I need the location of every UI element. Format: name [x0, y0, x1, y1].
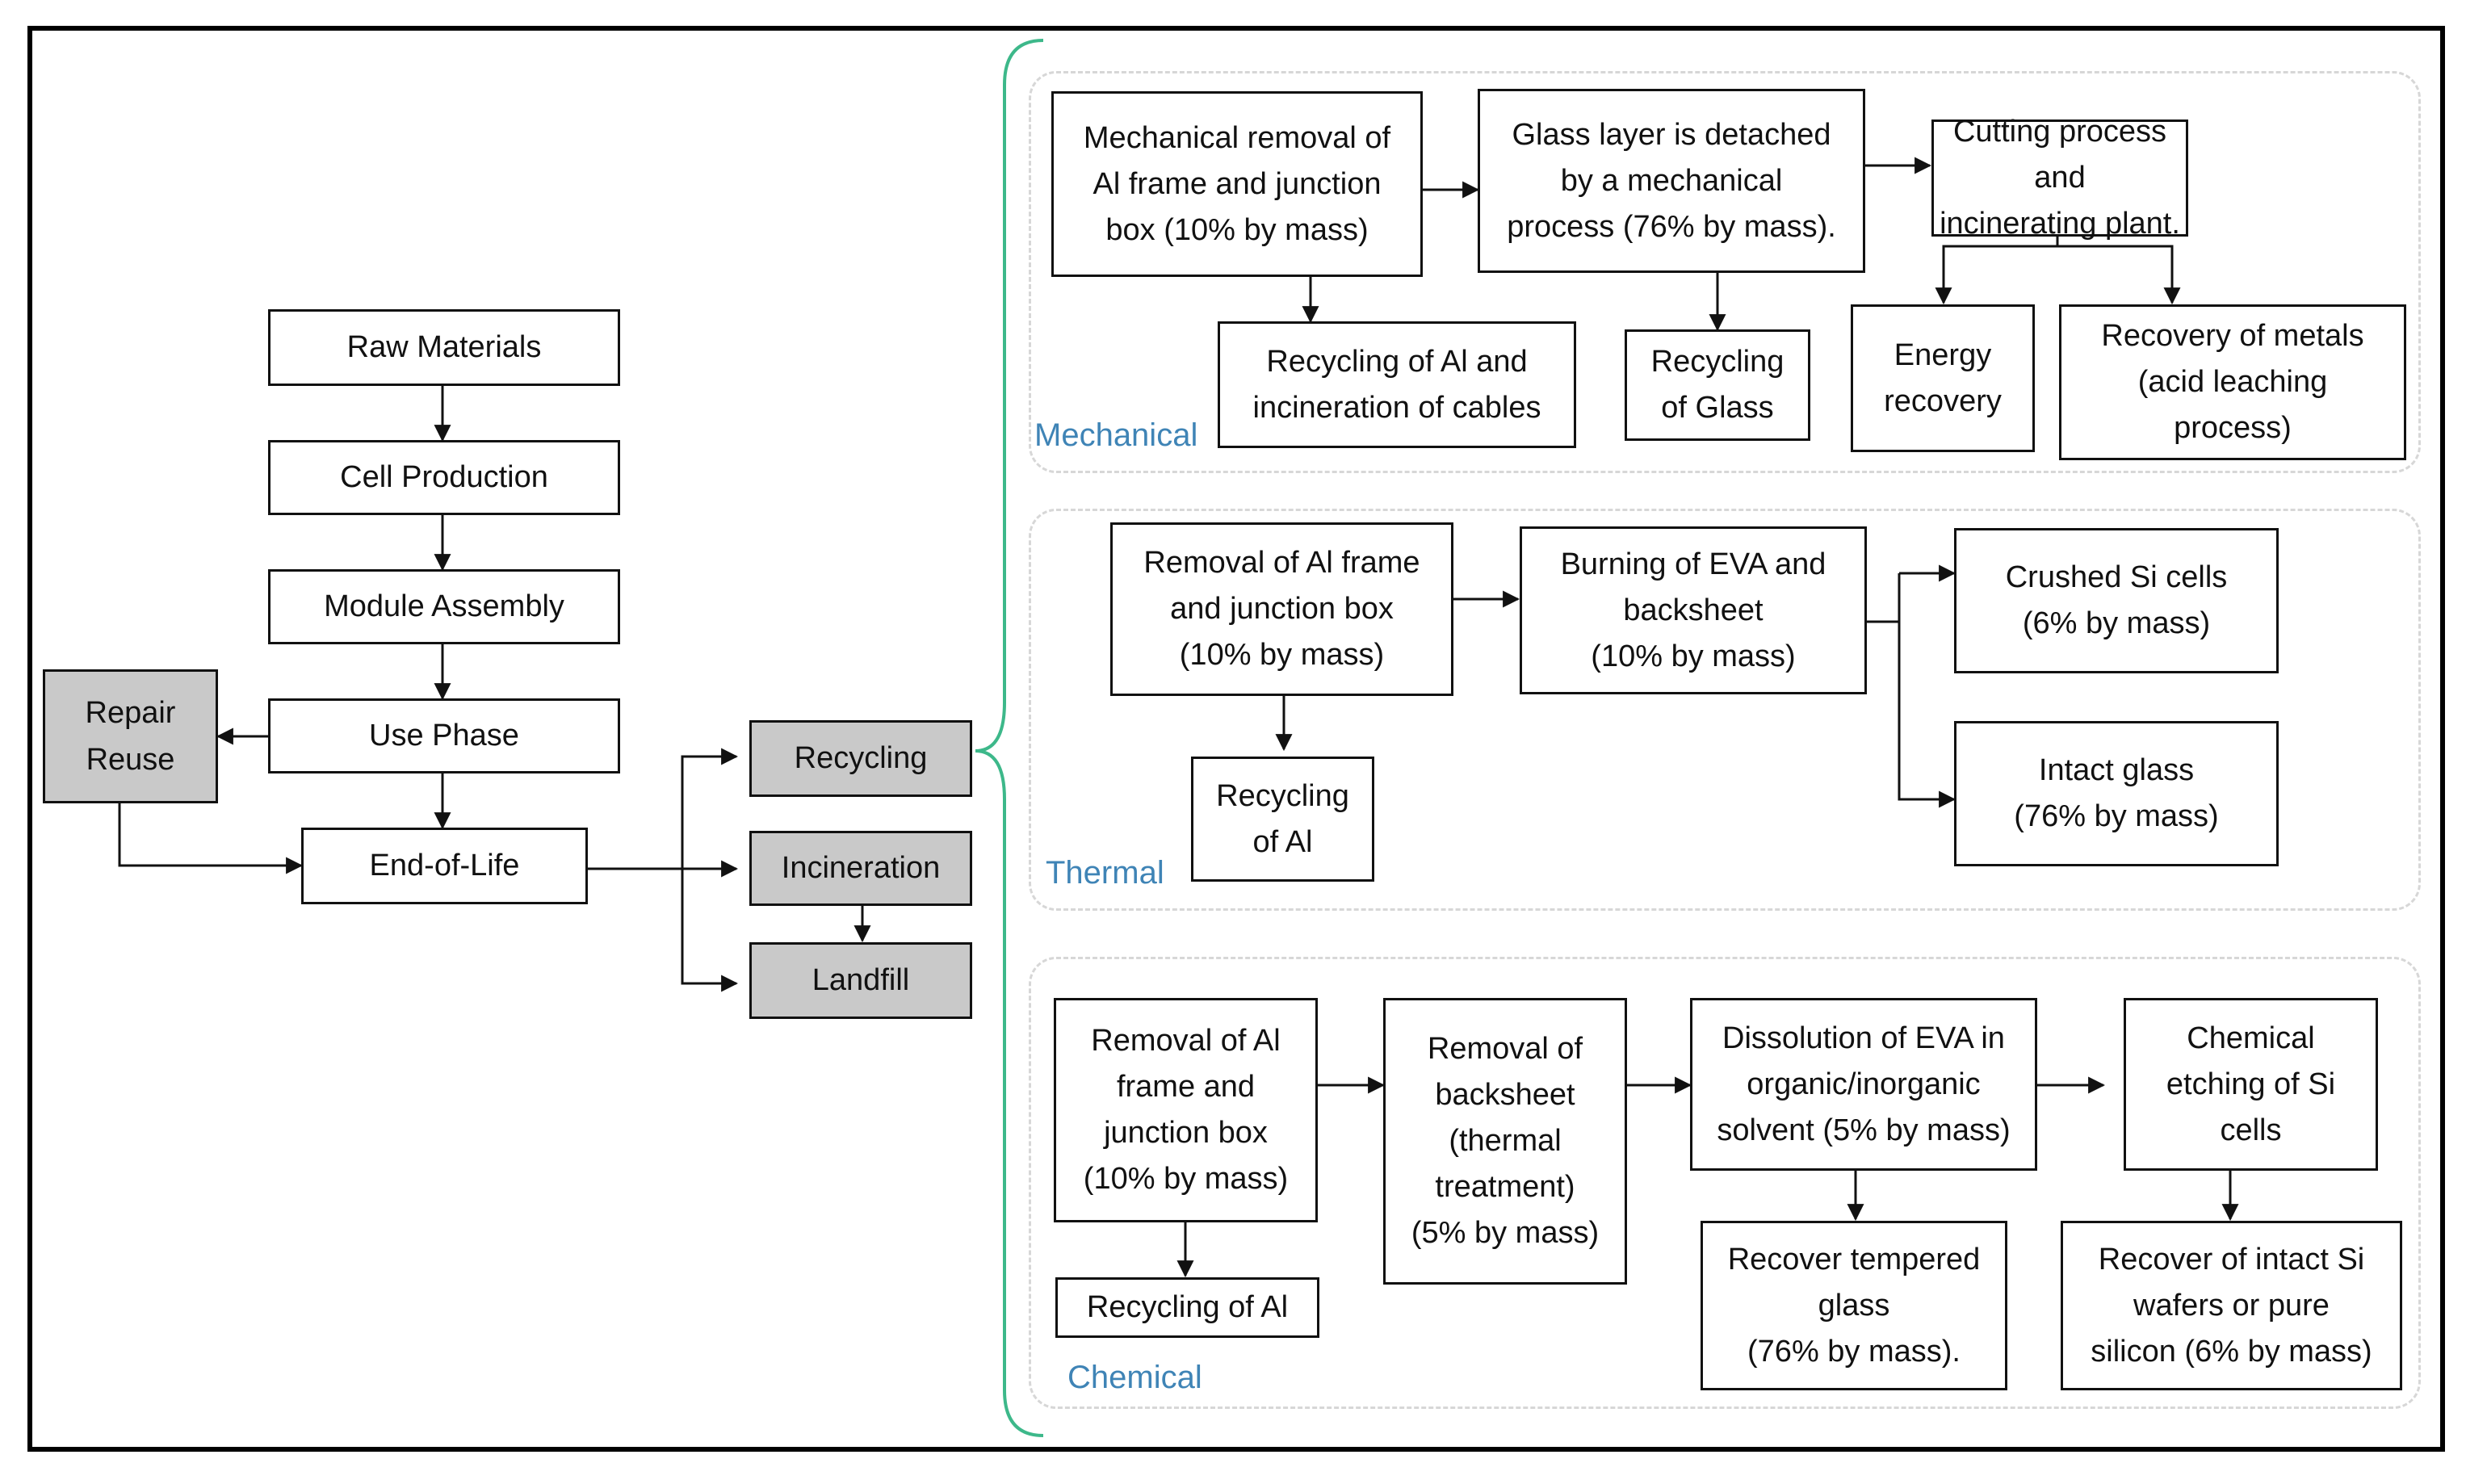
mech-out-energy-recovery: Energy recovery: [1851, 304, 2035, 452]
chem-out-si-wafers: Recover of intact Si wafers or pure sili…: [2061, 1221, 2402, 1390]
recycling-box: Recycling: [749, 720, 972, 797]
chem-out-recycling-al: Recycling of Al: [1055, 1277, 1319, 1338]
mechanical-label: Mechanical: [1034, 417, 1198, 453]
repair-reuse-box: Repair Reuse: [43, 669, 218, 803]
mech-out-recycling-glass: Recycling of Glass: [1625, 329, 1810, 441]
arrow-eol-to-recycling: [681, 748, 739, 869]
mech-out-recycling-al: Recycling of Al and incineration of cabl…: [1218, 321, 1576, 448]
therm-step-1: Removal of Al frame and junction box (10…: [1110, 522, 1453, 696]
chem-out-tempered-glass: Recover tempered glass (76% by mass).: [1701, 1221, 2007, 1390]
therm-step-2: Burning of EVA and backsheet (10% by mas…: [1520, 526, 1867, 694]
mech-step-1: Mechanical removal of Al frame and junct…: [1051, 91, 1423, 277]
use-phase-box: Use Phase: [268, 698, 620, 773]
mech-out-metals-recovery: Recovery of metals (acid leaching proces…: [2059, 304, 2406, 460]
chem-step-2: Removal of backsheet (thermal treatment)…: [1383, 998, 1627, 1285]
mechanical-panel: [1029, 71, 2421, 473]
therm-out-crushed-si: Crushed Si cells (6% by mass): [1954, 528, 2279, 673]
arrow-eol-to-landfill: [681, 869, 739, 992]
cell-production-box: Cell Production: [268, 440, 620, 515]
arrow-repair-to-eol: [118, 803, 304, 874]
raw-materials-box: Raw Materials: [268, 309, 620, 386]
mech-step-2: Glass layer is detached by a mechanical …: [1478, 89, 1865, 273]
diagram-frame: [27, 26, 2445, 1452]
thermal-label: Thermal: [1046, 855, 1164, 891]
chem-step-4: Chemical etching of Si cells: [2124, 998, 2378, 1171]
landfill-box: Landfill: [749, 942, 972, 1019]
recycling-brace: [975, 39, 1044, 1437]
module-assembly-box: Module Assembly: [268, 569, 620, 644]
chem-step-3: Dissolution of EVA in organic/inorganic …: [1690, 998, 2037, 1171]
chem-step-1: Removal of Al frame and junction box (10…: [1054, 998, 1318, 1222]
mech-step-3: Cutting process and incinerating plant.: [1931, 115, 2188, 241]
thermal-panel: [1029, 509, 2421, 911]
end-of-life-box: End-of-Life: [301, 828, 588, 904]
chemical-panel: [1029, 957, 2421, 1409]
therm-out-recycling-al: Recycling of Al: [1191, 757, 1374, 882]
therm-out-intact-glass: Intact glass (76% by mass): [1954, 721, 2279, 866]
chemical-label: Chemical: [1067, 1360, 1202, 1395]
incineration-box: Incineration: [749, 831, 972, 906]
